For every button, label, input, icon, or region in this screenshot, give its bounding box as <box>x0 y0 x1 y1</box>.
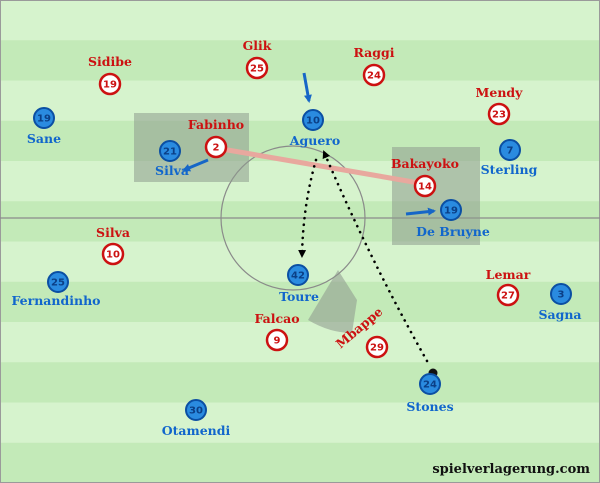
grass-stripe <box>0 120 600 162</box>
player-label: Aguero <box>289 133 340 148</box>
player-number: 30 <box>189 406 203 417</box>
player-label: Stones <box>406 399 453 414</box>
red-player-bakayoko[interactable]: Bakayoko 14 <box>391 156 459 198</box>
player-number: 3 <box>558 290 565 301</box>
grass-stripe <box>0 201 600 242</box>
player-label: Mendy <box>476 85 524 100</box>
player-label: Fernandinho <box>11 293 100 308</box>
player-marker <box>496 283 520 307</box>
player-number: 19 <box>37 114 51 125</box>
red-player-raggi[interactable]: Raggi 24 <box>353 45 395 87</box>
blue-player-toure[interactable]: 42 Toure <box>279 264 319 304</box>
player-label: Silva <box>155 163 189 178</box>
player-number: 10 <box>106 250 120 261</box>
player-number: 24 <box>423 380 437 391</box>
player-marker <box>98 72 122 96</box>
player-marker <box>245 56 269 80</box>
watermark: spielverlagerung.com <box>432 462 590 477</box>
player-marker <box>47 271 69 293</box>
player-marker <box>302 109 324 131</box>
player-number: 2 <box>213 143 220 154</box>
grass-stripe <box>0 442 600 483</box>
player-label: Sane <box>27 131 61 146</box>
player-number: 24 <box>367 71 381 82</box>
red-player-lemar[interactable]: Lemar 27 <box>486 267 531 307</box>
player-label: Raggi <box>353 45 394 60</box>
player-label: Lemar <box>486 267 531 282</box>
player-marker <box>204 135 228 159</box>
red-player-silva[interactable]: Silva 10 <box>96 225 130 266</box>
red-player-sidibe[interactable]: Sidibe 19 <box>88 54 132 96</box>
blue-player-sane[interactable]: 19 Sane <box>27 107 61 146</box>
blue-player-stones[interactable]: 24 Stones <box>406 373 454 414</box>
zone-box-left <box>134 113 249 182</box>
player-number: 7 <box>507 146 514 157</box>
player-label: Falcao <box>254 311 299 326</box>
red-player-mendy[interactable]: Mendy 23 <box>476 85 524 126</box>
red-player-falcao[interactable]: Falcao 9 <box>254 311 300 352</box>
player-number: 25 <box>250 64 264 75</box>
player-number: 19 <box>444 206 458 217</box>
red-player-glik[interactable]: Glik 25 <box>243 38 272 80</box>
player-marker <box>33 107 55 129</box>
player-number: 14 <box>418 182 432 193</box>
grass-stripe <box>0 161 600 202</box>
grass-stripe <box>0 40 600 81</box>
blue-player-sagna[interactable]: 3 Sagna <box>538 283 582 322</box>
player-marker <box>550 283 572 305</box>
player-marker <box>362 63 386 87</box>
blue-player-silva[interactable]: 21 Silva <box>155 140 189 178</box>
player-number: 19 <box>103 80 117 91</box>
blue-player-otamendi[interactable]: 30 Otamendi <box>162 399 231 438</box>
grass-stripe <box>0 402 600 444</box>
player-label: Toure <box>279 289 319 304</box>
player-number: 29 <box>370 343 384 354</box>
player-number: 21 <box>163 147 177 158</box>
player-marker <box>419 373 441 395</box>
blue-player-fernandinho[interactable]: 25 Fernandinho <box>11 271 101 308</box>
player-number: 10 <box>306 116 320 127</box>
shadow-cone <box>308 270 357 333</box>
arrow-silva-left <box>182 158 209 172</box>
player-label: Otamendi <box>162 423 231 438</box>
player-label: Sidibe <box>88 54 132 69</box>
player-number: 42 <box>291 271 305 282</box>
player-number: 27 <box>501 291 515 302</box>
dotted-route-stones-aguero <box>322 150 429 363</box>
player-label: Bakayoko <box>391 156 459 171</box>
player-marker <box>101 242 125 266</box>
player-label: Sterling <box>481 162 538 177</box>
player-marker <box>287 264 309 286</box>
player-number: 9 <box>274 336 281 347</box>
player-number: 23 <box>492 110 506 121</box>
player-marker <box>413 174 437 198</box>
pass-line-fabinho-bakayoko <box>215 145 426 187</box>
player-marker <box>185 399 207 421</box>
blue-player-aguero[interactable]: 10 Aguero <box>289 109 340 148</box>
player-marker <box>265 328 289 352</box>
player-marker <box>487 102 511 126</box>
player-label: De Bruyne <box>416 224 490 239</box>
grass-stripe <box>0 0 600 41</box>
player-number: 25 <box>51 278 65 289</box>
blue-player-sterling[interactable]: 7 Sterling <box>481 139 538 177</box>
arrow-debruyne-right <box>405 207 436 216</box>
center-circle <box>220 145 366 291</box>
player-label: Silva <box>96 225 130 240</box>
player-marker <box>365 335 389 359</box>
zone-box-right <box>392 147 480 245</box>
player-marker <box>159 140 181 162</box>
grass-stripe <box>0 362 600 403</box>
player-marker <box>499 139 521 161</box>
blue-player-de-bruyne[interactable]: 19 De Bruyne <box>416 199 490 239</box>
grass-stripe <box>0 322 600 363</box>
arrow-aguero-down <box>302 72 312 103</box>
player-label: Glik <box>243 38 272 53</box>
red-player-fabinho[interactable]: Fabinho 2 <box>188 117 244 159</box>
player-label: Fabinho <box>188 117 244 132</box>
player-label: Sagna <box>538 307 581 322</box>
player-marker <box>440 199 462 221</box>
